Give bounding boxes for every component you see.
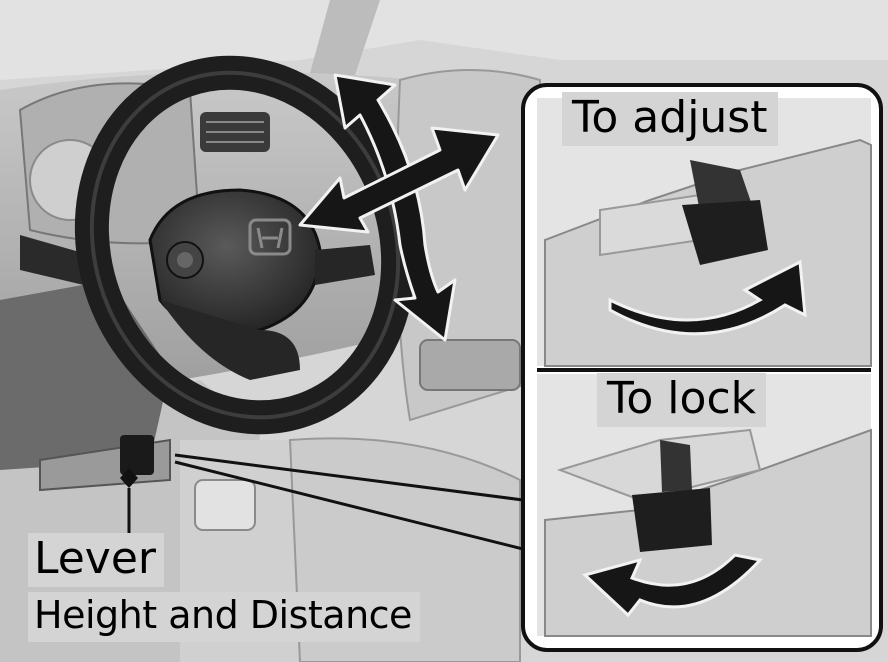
- adjust-panel-illustration: [544, 138, 872, 367]
- adjustment-arrows: [298, 73, 500, 342]
- callout-panel: [521, 83, 883, 652]
- lever-down-arrow-icon: [608, 259, 807, 336]
- to-adjust-label: To adjust: [562, 92, 778, 146]
- lever-up-arrow-icon: [582, 553, 763, 618]
- brand-logo: [248, 218, 292, 256]
- callout-leader-lines: [174, 453, 536, 554]
- to-lock-label: To lock: [597, 373, 767, 427]
- lever-pointer: [120, 435, 154, 540]
- lock-panel-illustration: [544, 428, 872, 637]
- height-and-distance-label: Height and Distance: [28, 592, 420, 642]
- telescope-arrow-icon: [298, 126, 500, 234]
- lever-label: Lever: [28, 533, 165, 587]
